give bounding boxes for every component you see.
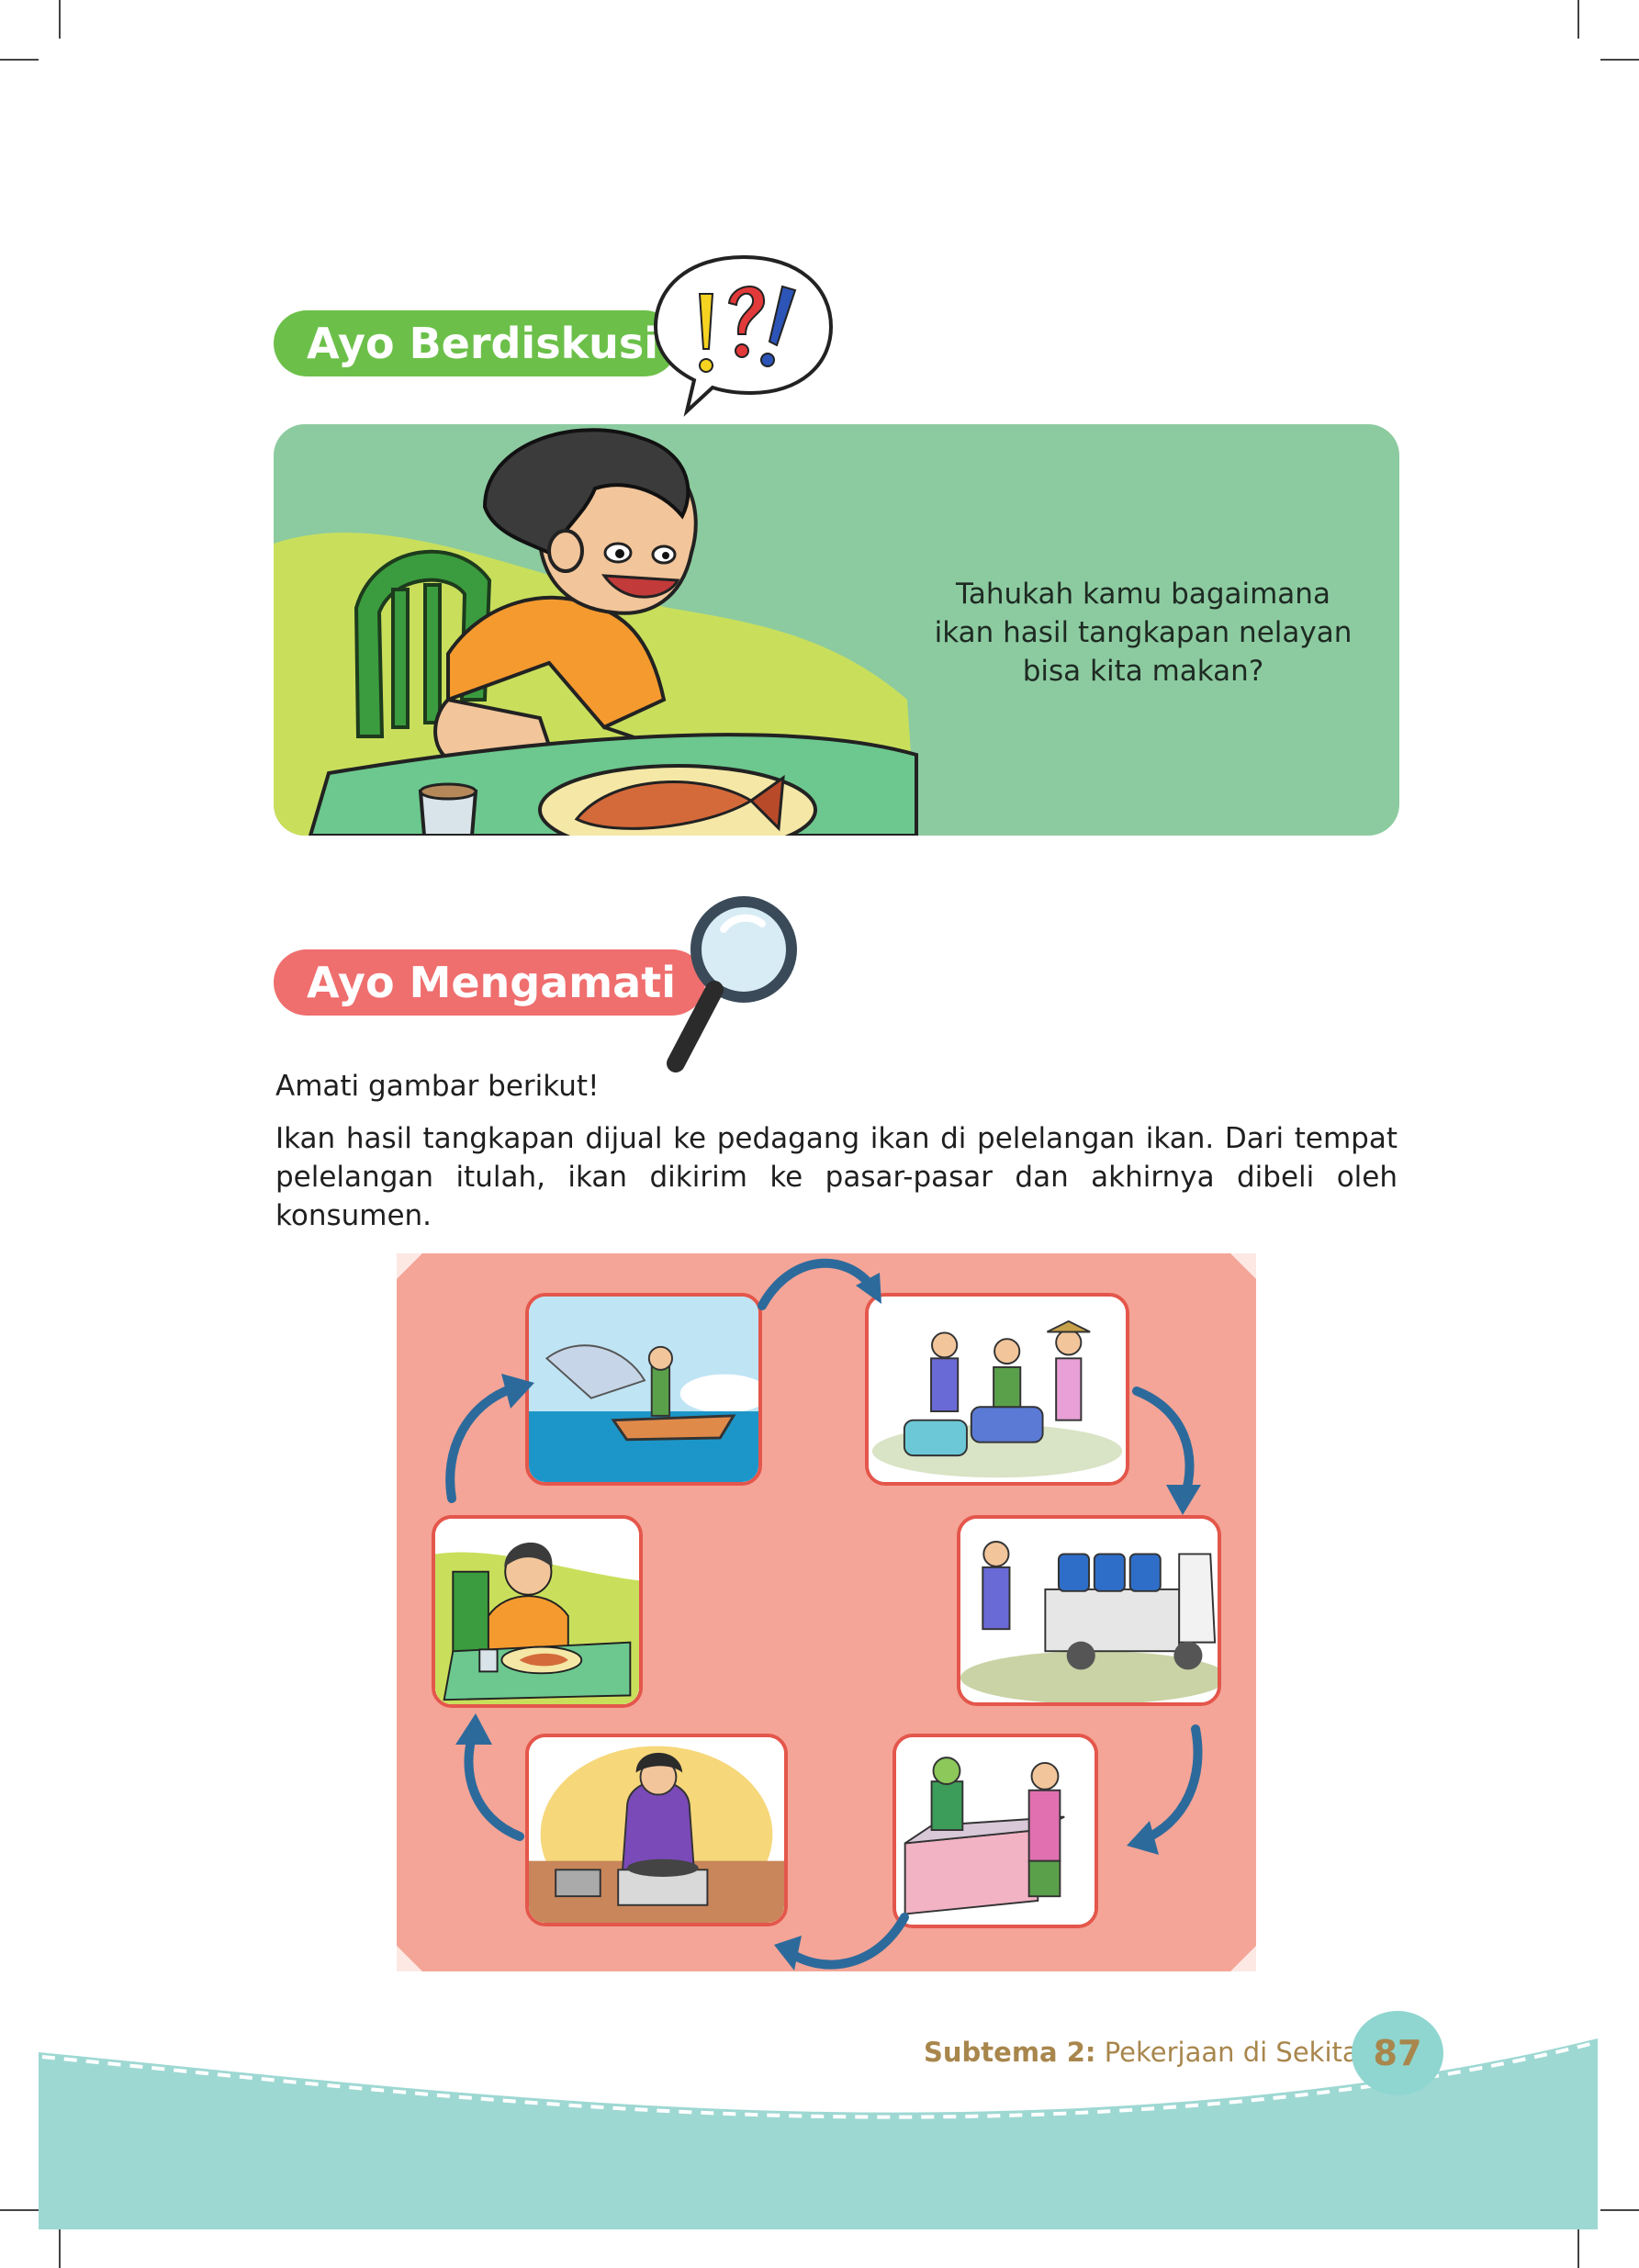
crop-mark bbox=[1577, 0, 1579, 39]
corner-fold bbox=[1230, 1253, 1256, 1279]
corner-fold bbox=[397, 1253, 422, 1279]
observe-title: Ayo Mengamati bbox=[307, 958, 676, 1007]
discuss-title: Ayo Berdiskusi bbox=[307, 319, 659, 368]
arrow-cooking-to-eating bbox=[455, 1713, 524, 1841]
cooking-stove-icon bbox=[525, 1734, 788, 1926]
boy-eating-icon bbox=[432, 1515, 643, 1708]
speech-bubble-icon bbox=[653, 254, 834, 417]
crop-mark bbox=[0, 59, 39, 61]
arrow-fishing-to-auction bbox=[758, 1258, 881, 1310]
page-number: 87 bbox=[1352, 2011, 1443, 2095]
crop-mark bbox=[59, 2229, 61, 2268]
fisherman-boat-icon bbox=[525, 1293, 762, 1486]
magnifier-icon bbox=[667, 896, 797, 1072]
discussion-question: Tahukah kamu bagaimana ikan hasil tangka… bbox=[934, 578, 1353, 688]
corner-fold bbox=[397, 1946, 422, 1971]
discussion-panel bbox=[274, 424, 1399, 836]
observe-paragraph: Ikan hasil tangkapan dijual ke pedagang … bbox=[275, 1122, 1398, 1232]
crop-mark bbox=[0, 2209, 39, 2211]
arrow-market-to-cooking bbox=[774, 1913, 909, 1970]
observe-banner: Ayo Mengamati bbox=[274, 949, 705, 1016]
subtheme-label: Subtema 2: bbox=[924, 2037, 1096, 2068]
fish-auction-icon bbox=[865, 1293, 1129, 1486]
footer-wave bbox=[39, 2009, 1598, 2229]
crop-mark bbox=[1600, 2209, 1639, 2211]
arrow-auction-to-transport bbox=[1132, 1387, 1201, 1515]
crop-mark bbox=[1577, 2229, 1579, 2268]
truck-loading-icon bbox=[957, 1515, 1221, 1706]
observe-instruction: Amati gambar berikut! bbox=[275, 1070, 600, 1103]
arrow-eating-to-fishing bbox=[445, 1374, 534, 1503]
arrow-transport-to-market bbox=[1127, 1724, 1203, 1855]
discuss-banner: Ayo Berdiskusi bbox=[274, 310, 678, 376]
crop-mark bbox=[1600, 59, 1639, 61]
market-stall-icon bbox=[892, 1734, 1098, 1928]
crop-mark bbox=[59, 0, 61, 39]
boy-eating-illustration bbox=[274, 428, 918, 836]
footer-subtheme: Subtema 2: Pekerjaan di Sekitarku bbox=[924, 2037, 1401, 2068]
corner-fold bbox=[1230, 1946, 1256, 1971]
